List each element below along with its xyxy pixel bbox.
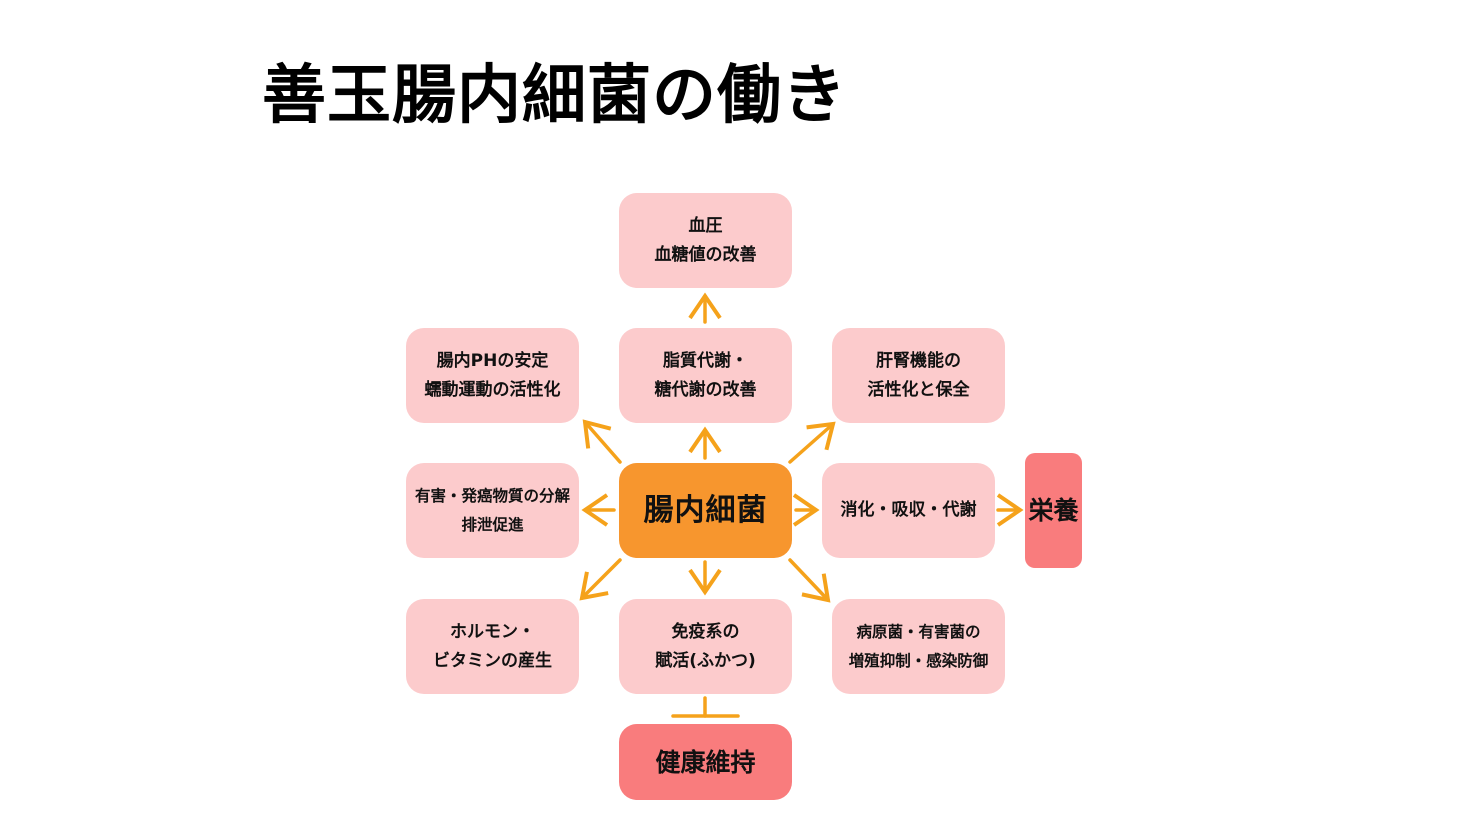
node-line: 血糖値の改善 <box>654 244 757 265</box>
node-immune-system: 免疫系の 賦活(ふかつ) <box>619 599 792 694</box>
node-line: 脂質代謝・ <box>663 350 748 371</box>
node-line: 活性化と保全 <box>867 379 970 400</box>
node-line: 腸内PHの安定 <box>436 350 549 371</box>
node-health-maintenance: 健康維持 <box>619 724 792 800</box>
arrow-to-lower-left <box>579 558 622 601</box>
node-toxin-breakdown: 有害・発癌物質の分解 排泄促進 <box>406 463 579 558</box>
node-blood-pressure: 血圧 血糖値の改善 <box>619 193 792 288</box>
center-node: 腸内細菌 <box>619 463 792 558</box>
arrow-to-upper-right <box>788 421 836 464</box>
node-line: 病原菌・有害菌の <box>856 622 981 641</box>
page-title: 善玉腸内細菌の働き <box>262 59 847 133</box>
node-line: 排泄促進 <box>461 515 524 534</box>
node-line: 血圧 <box>688 215 723 236</box>
arrow-to-upper-left <box>582 419 622 464</box>
node-digestion: 消化・吸収・代謝 <box>822 463 995 558</box>
node-line: 蠕動運動の活性化 <box>424 379 561 400</box>
node-line: 賦活(ふかつ) <box>655 650 756 671</box>
node-line: 糖代謝の改善 <box>654 379 757 400</box>
node-line: ビタミンの産生 <box>433 650 552 671</box>
node-liver-kidney: 肝腎機能の 活性化と保全 <box>832 328 1005 423</box>
node-hormone-vitamin: ホルモン・ ビタミンの産生 <box>406 599 579 694</box>
node-pathogen-suppression: 病原菌・有害菌の 増殖抑制・感染防御 <box>832 599 1005 694</box>
center-label: 腸内細菌 <box>643 493 768 528</box>
node-lipid-metabolism: 脂質代謝・ 糖代謝の改善 <box>619 328 792 423</box>
node-intestinal-ph: 腸内PHの安定 蠕動運動の活性化 <box>406 328 579 423</box>
node-line: 免疫系の <box>671 621 740 642</box>
node-nutrition: 栄養 <box>1025 453 1082 568</box>
node-line: 肝腎機能の <box>876 350 961 371</box>
node-line: 栄養 <box>1028 496 1079 525</box>
node-line: 消化・吸収・代謝 <box>840 500 977 520</box>
arrow-to-lower-right <box>788 558 831 603</box>
node-line: ホルモン・ <box>450 621 535 642</box>
node-line: 有害・発癌物質の分解 <box>414 486 570 505</box>
node-line: 健康維持 <box>655 747 756 777</box>
node-line: 増殖抑制・感染防御 <box>848 651 989 670</box>
